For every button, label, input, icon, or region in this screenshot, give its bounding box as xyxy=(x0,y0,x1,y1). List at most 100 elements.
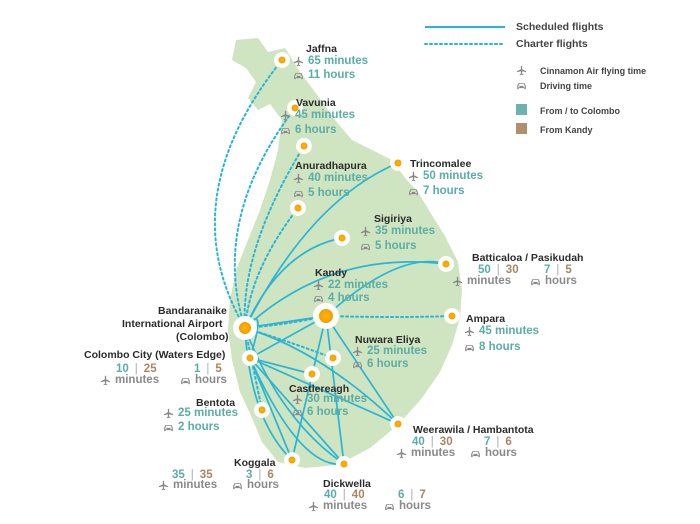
weerawila-unit-min: minutes xyxy=(411,447,456,459)
ampara-drive-value: 8 hours xyxy=(479,341,521,353)
plane-icon xyxy=(396,448,407,459)
car-icon xyxy=(293,188,304,199)
island-landmass xyxy=(228,38,462,468)
nuwara-eliya-name: Nuwara Eliya xyxy=(355,334,421,346)
batticaloa-drive-kandy: 5 xyxy=(565,264,572,276)
colombo-city-flight-unit: minutes xyxy=(100,374,159,386)
trincomalee-drive: 7 hours xyxy=(408,185,465,197)
koggala-flight-colombo: 35 xyxy=(172,469,185,481)
koggala-name: Koggala xyxy=(234,457,276,469)
legend-charter-label: Charter flights xyxy=(516,38,588,50)
dickwella-unit-hr: hours xyxy=(399,500,431,512)
plane-icon xyxy=(280,110,291,121)
car-icon xyxy=(180,375,191,386)
car-icon xyxy=(280,125,291,136)
marker-jaffna xyxy=(274,52,290,68)
plane-icon xyxy=(308,501,319,512)
jaffna-flight: 65 minutes xyxy=(293,55,368,67)
batticaloa-unit-hr: hours xyxy=(545,275,577,287)
anuradhapura-drive-value: 5 hours xyxy=(308,187,350,199)
dickwella-drive-kandy: 7 xyxy=(419,489,426,501)
plane-icon xyxy=(313,280,324,291)
marker-vavunia xyxy=(287,100,303,116)
batticaloa-name: Batticaloa / Pasikudah xyxy=(472,252,584,264)
plane-icon xyxy=(163,408,174,419)
colombo-city-drive-unit: hours xyxy=(180,374,227,386)
castlereagh-drive-value: 6 hours xyxy=(307,406,349,418)
scheduled-routes xyxy=(244,162,447,466)
legend-colombo-swatch xyxy=(516,104,527,115)
car-icon xyxy=(470,448,481,459)
dickwella-drive-unit: hours xyxy=(384,500,431,512)
sigiriya-drive-value: 5 hours xyxy=(375,240,417,252)
koggala-drive-unit: hours xyxy=(232,479,279,491)
plane-icon xyxy=(464,326,475,337)
vavunia-flight: 45 minutes xyxy=(280,109,355,121)
batticaloa-flight-kandy: 30 xyxy=(505,264,519,276)
marker-colombo-city xyxy=(242,350,258,366)
kandy-flight: 22 minutes xyxy=(313,279,388,291)
jaffna-name: Jaffna xyxy=(306,43,337,55)
vavunia-flight-value: 45 minutes xyxy=(295,109,356,121)
batticaloa-flight-colombo: 50 xyxy=(478,264,491,276)
jaffna-drive: 11 hours xyxy=(293,69,355,81)
marker-dickwella xyxy=(336,456,352,472)
batticaloa-flight-values: 50|30 xyxy=(478,264,519,276)
koggala-flight-values: 35|35 xyxy=(172,469,213,481)
car-icon xyxy=(163,422,174,433)
marker-bentota xyxy=(254,402,270,418)
kandy-name: Kandy xyxy=(315,267,348,279)
vavunia-drive-value: 6 hours xyxy=(295,124,337,136)
marker-castlereagh xyxy=(304,366,320,382)
trincomalee-flight: 50 minutes xyxy=(408,170,483,182)
bentota-flight-value: 25 minutes xyxy=(178,407,239,419)
weerawila-drive-colombo: 7 xyxy=(484,436,491,448)
car-icon xyxy=(293,70,304,81)
jaffna-drive-value: 11 hours xyxy=(308,69,356,81)
colombo-city-flight-kandy: 25 xyxy=(143,363,157,375)
vavunia-drive: 6 hours xyxy=(280,124,337,136)
airport-name-2: International Airport xyxy=(122,318,223,330)
castlereagh-flight-value: 30 minutes xyxy=(307,393,368,405)
plane-icon xyxy=(516,65,527,76)
plane-icon xyxy=(292,394,303,405)
legend-colombo-label: From / to Colombo xyxy=(540,106,620,116)
marker-weerawila xyxy=(390,416,406,432)
koggala-unit-min: minutes xyxy=(173,479,218,491)
colombo-city-flight-values: 10|25 xyxy=(116,363,157,375)
plane-icon xyxy=(158,480,169,491)
car-icon xyxy=(313,293,324,304)
trincomalee-drive-value: 7 hours xyxy=(423,185,465,197)
weerawila-name: Weerawila / Hambantota xyxy=(413,424,534,436)
trincomalee-name: Trincomalee xyxy=(410,158,472,170)
castlereagh-drive: 6 hours xyxy=(292,406,349,418)
koggala-unit-hr: hours xyxy=(247,479,279,491)
batticaloa-unit-min: minutes xyxy=(467,275,512,287)
car-icon xyxy=(232,480,243,491)
marker-koggala xyxy=(284,452,300,468)
anuradhapura-drive: 5 hours xyxy=(293,187,350,199)
nuwara-eliya-flight-value: 25 minutes xyxy=(367,345,428,357)
marker-kandy-hub xyxy=(313,303,339,329)
kandy-flight-value: 22 minutes xyxy=(328,279,389,291)
plane-icon xyxy=(293,173,304,184)
colombo-city-drive-values: 1|5 xyxy=(194,363,222,375)
sigiriya-name: Sigiriya xyxy=(374,213,412,225)
kandy-drive: 4 hours xyxy=(313,292,370,304)
weerawila-drive-kandy: 6 xyxy=(505,436,512,448)
batticaloa-drive-values: 7|5 xyxy=(544,264,572,276)
airport-name-1: Bandaranaike xyxy=(158,305,227,317)
plane-icon xyxy=(293,56,304,67)
dickwella-flight-kandy: 40 xyxy=(351,489,365,501)
weerawila-unit-hr: hours xyxy=(485,447,517,459)
weerawila-flight-values: 40|30 xyxy=(412,436,453,448)
plane-icon xyxy=(352,346,363,357)
marker-anuradhapura xyxy=(296,138,312,154)
car-icon xyxy=(516,80,527,91)
koggala-flight-kandy: 35 xyxy=(199,469,213,481)
anuradhapura-flight: 40 minutes xyxy=(293,172,368,184)
marker-nuwara-eliya xyxy=(325,350,341,366)
castlereagh-name: Castlereagh xyxy=(289,383,350,395)
legend-kandy-label: From Kandy xyxy=(540,125,593,135)
